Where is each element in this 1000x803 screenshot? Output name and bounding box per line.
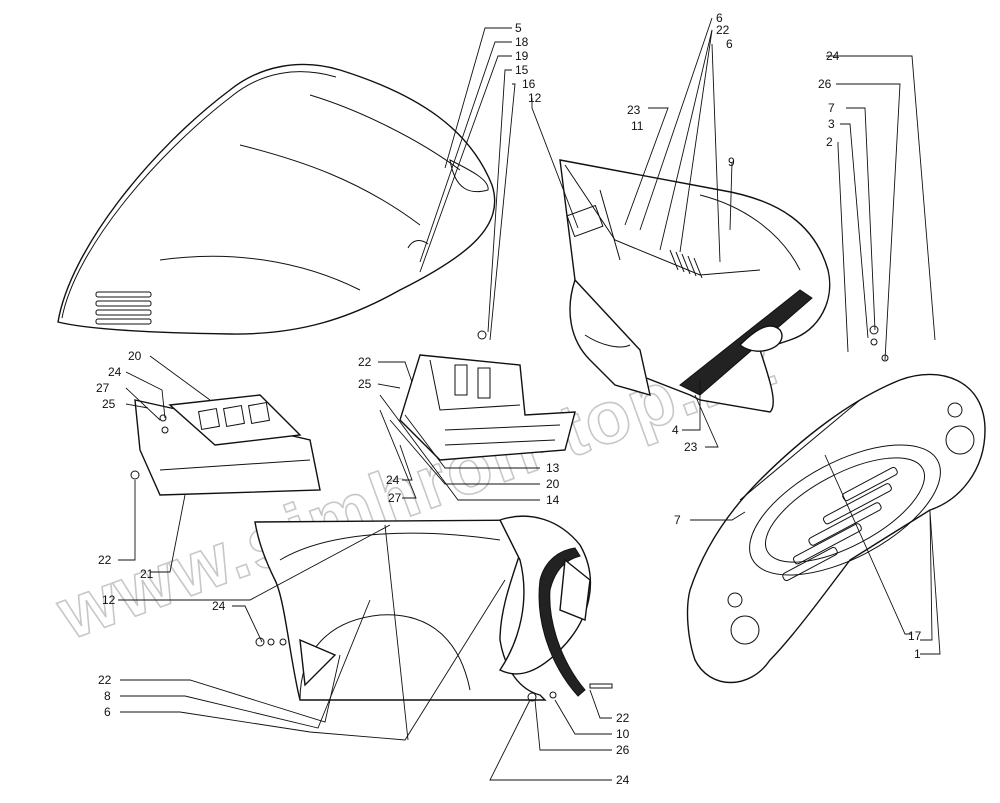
callout-25: 25 — [102, 397, 116, 411]
callout-21: 21 — [140, 567, 154, 581]
callout-13: 13 — [546, 461, 560, 475]
hood-vent-slots — [95, 291, 152, 325]
callout-12: 12 — [102, 593, 116, 607]
hood-panel — [57, 63, 496, 335]
frame-louvers — [669, 249, 703, 279]
leader-lines — [118, 17, 941, 781]
callout-1: 1 — [914, 647, 921, 661]
callout-26: 26 — [818, 77, 832, 91]
fasteners — [130, 325, 889, 702]
callout-15: 15 — [515, 63, 529, 77]
callout-6: 6 — [104, 705, 111, 719]
callout-24: 24 — [212, 599, 226, 613]
callout-20: 20 — [128, 349, 142, 363]
callout-labels: 5 18 19 15 16 12 6 22 6 23 11 9 24 26 7 … — [96, 11, 922, 787]
callout-7: 7 — [674, 513, 681, 527]
callout-22: 22 — [616, 711, 630, 725]
front-fender — [254, 515, 592, 701]
radiator-frame-assembly — [559, 159, 831, 413]
callout-7: 7 — [828, 101, 835, 115]
callout-24: 24 — [108, 365, 122, 379]
front-grille-panel — [686, 373, 986, 684]
left-side-panel — [134, 394, 321, 496]
callout-24: 24 — [616, 773, 630, 787]
callout-3: 3 — [828, 117, 835, 131]
callout-5: 5 — [515, 21, 522, 35]
callout-11: 11 — [631, 119, 644, 133]
callout-18: 18 — [515, 35, 529, 49]
callout-2: 2 — [826, 135, 833, 149]
callout-9: 9 — [728, 155, 735, 169]
callout-23: 23 — [627, 103, 641, 117]
callout-25: 25 — [358, 377, 372, 391]
callout-27: 27 — [96, 381, 110, 395]
callout-23: 23 — [684, 440, 698, 454]
callout-20: 20 — [546, 477, 560, 491]
callout-22: 22 — [716, 23, 730, 37]
callout-12: 12 — [528, 91, 542, 105]
callout-22: 22 — [98, 553, 112, 567]
callout-19: 19 — [515, 49, 529, 63]
callout-6: 6 — [726, 37, 733, 51]
callout-27: 27 — [388, 491, 402, 505]
callout-24: 24 — [826, 49, 840, 63]
center-support-bracket — [399, 354, 576, 461]
callout-17: 17 — [908, 629, 922, 643]
callout-4: 4 — [672, 423, 679, 437]
callout-22: 22 — [98, 673, 112, 687]
callout-22: 22 — [358, 355, 372, 369]
grille-slots — [782, 466, 898, 582]
callout-26: 26 — [616, 743, 630, 757]
callout-16: 16 — [522, 77, 536, 91]
callout-10: 10 — [616, 727, 630, 741]
callout-24: 24 — [386, 473, 400, 487]
callout-6: 6 — [716, 11, 723, 25]
callout-8: 8 — [104, 689, 111, 703]
callout-14: 14 — [546, 493, 560, 507]
